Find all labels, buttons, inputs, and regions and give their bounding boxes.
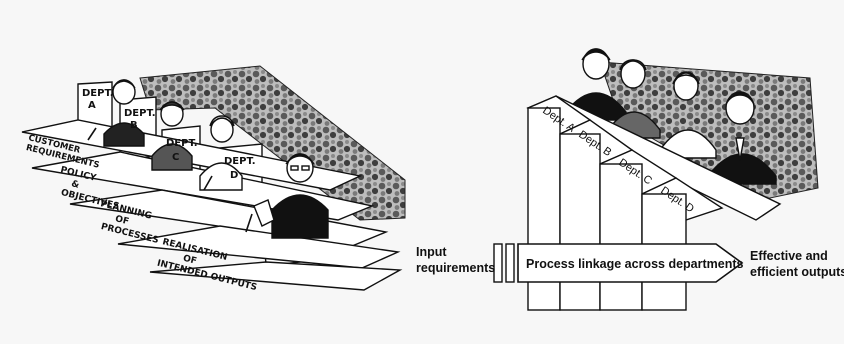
dept-tag-a-line1: DEPT.: [82, 88, 114, 99]
step-3-line2: OF: [114, 214, 130, 227]
column-c: [599, 163, 643, 311]
dept-tag-a: DEPT. A: [82, 88, 114, 111]
ledge-4: [117, 225, 401, 269]
output-label-line1: Effective and: [750, 249, 828, 263]
people-right: [565, 48, 777, 185]
ledge-5: [149, 261, 403, 291]
column-b: [559, 133, 601, 311]
input-bar-1: [493, 243, 503, 283]
dept-tag-c-line2: C: [172, 152, 179, 163]
silo-departments-illustration: DEPT. A DEPT. B DEPT. C DEPT. D CUSTOMER…: [21, 65, 406, 293]
output-label-line2: efficient outputs: [750, 265, 844, 279]
input-label-line2: requirements: [416, 261, 495, 275]
dept-tag-b: DEPT. B: [124, 108, 156, 131]
input-label-line1: Input: [416, 245, 447, 259]
step-2-line2: &: [70, 179, 80, 191]
dept-tag-b-line2: B: [130, 120, 138, 131]
dept-tag-d-line2: D: [230, 170, 238, 181]
people-left: [103, 79, 329, 239]
dept-tag-d: DEPT. D: [224, 156, 256, 181]
step-4-line2: OF: [182, 254, 198, 267]
dept-tag-c: DEPT. C: [166, 138, 198, 163]
process-arrow: [517, 243, 744, 283]
process-arrow-label: Process linkage across departments: [526, 257, 744, 271]
dept-tag-d-line1: DEPT.: [224, 156, 256, 167]
dept-tag-b-line1: DEPT.: [124, 108, 156, 119]
dept-tag-a-line2: A: [88, 100, 96, 111]
pencils: [87, 127, 253, 233]
process-linkage-illustration: Dept. A Dept. B Dept. C Dept. D Process …: [416, 48, 844, 311]
dept-tag-c-line1: DEPT.: [166, 138, 198, 149]
input-bar-2: [505, 243, 515, 283]
